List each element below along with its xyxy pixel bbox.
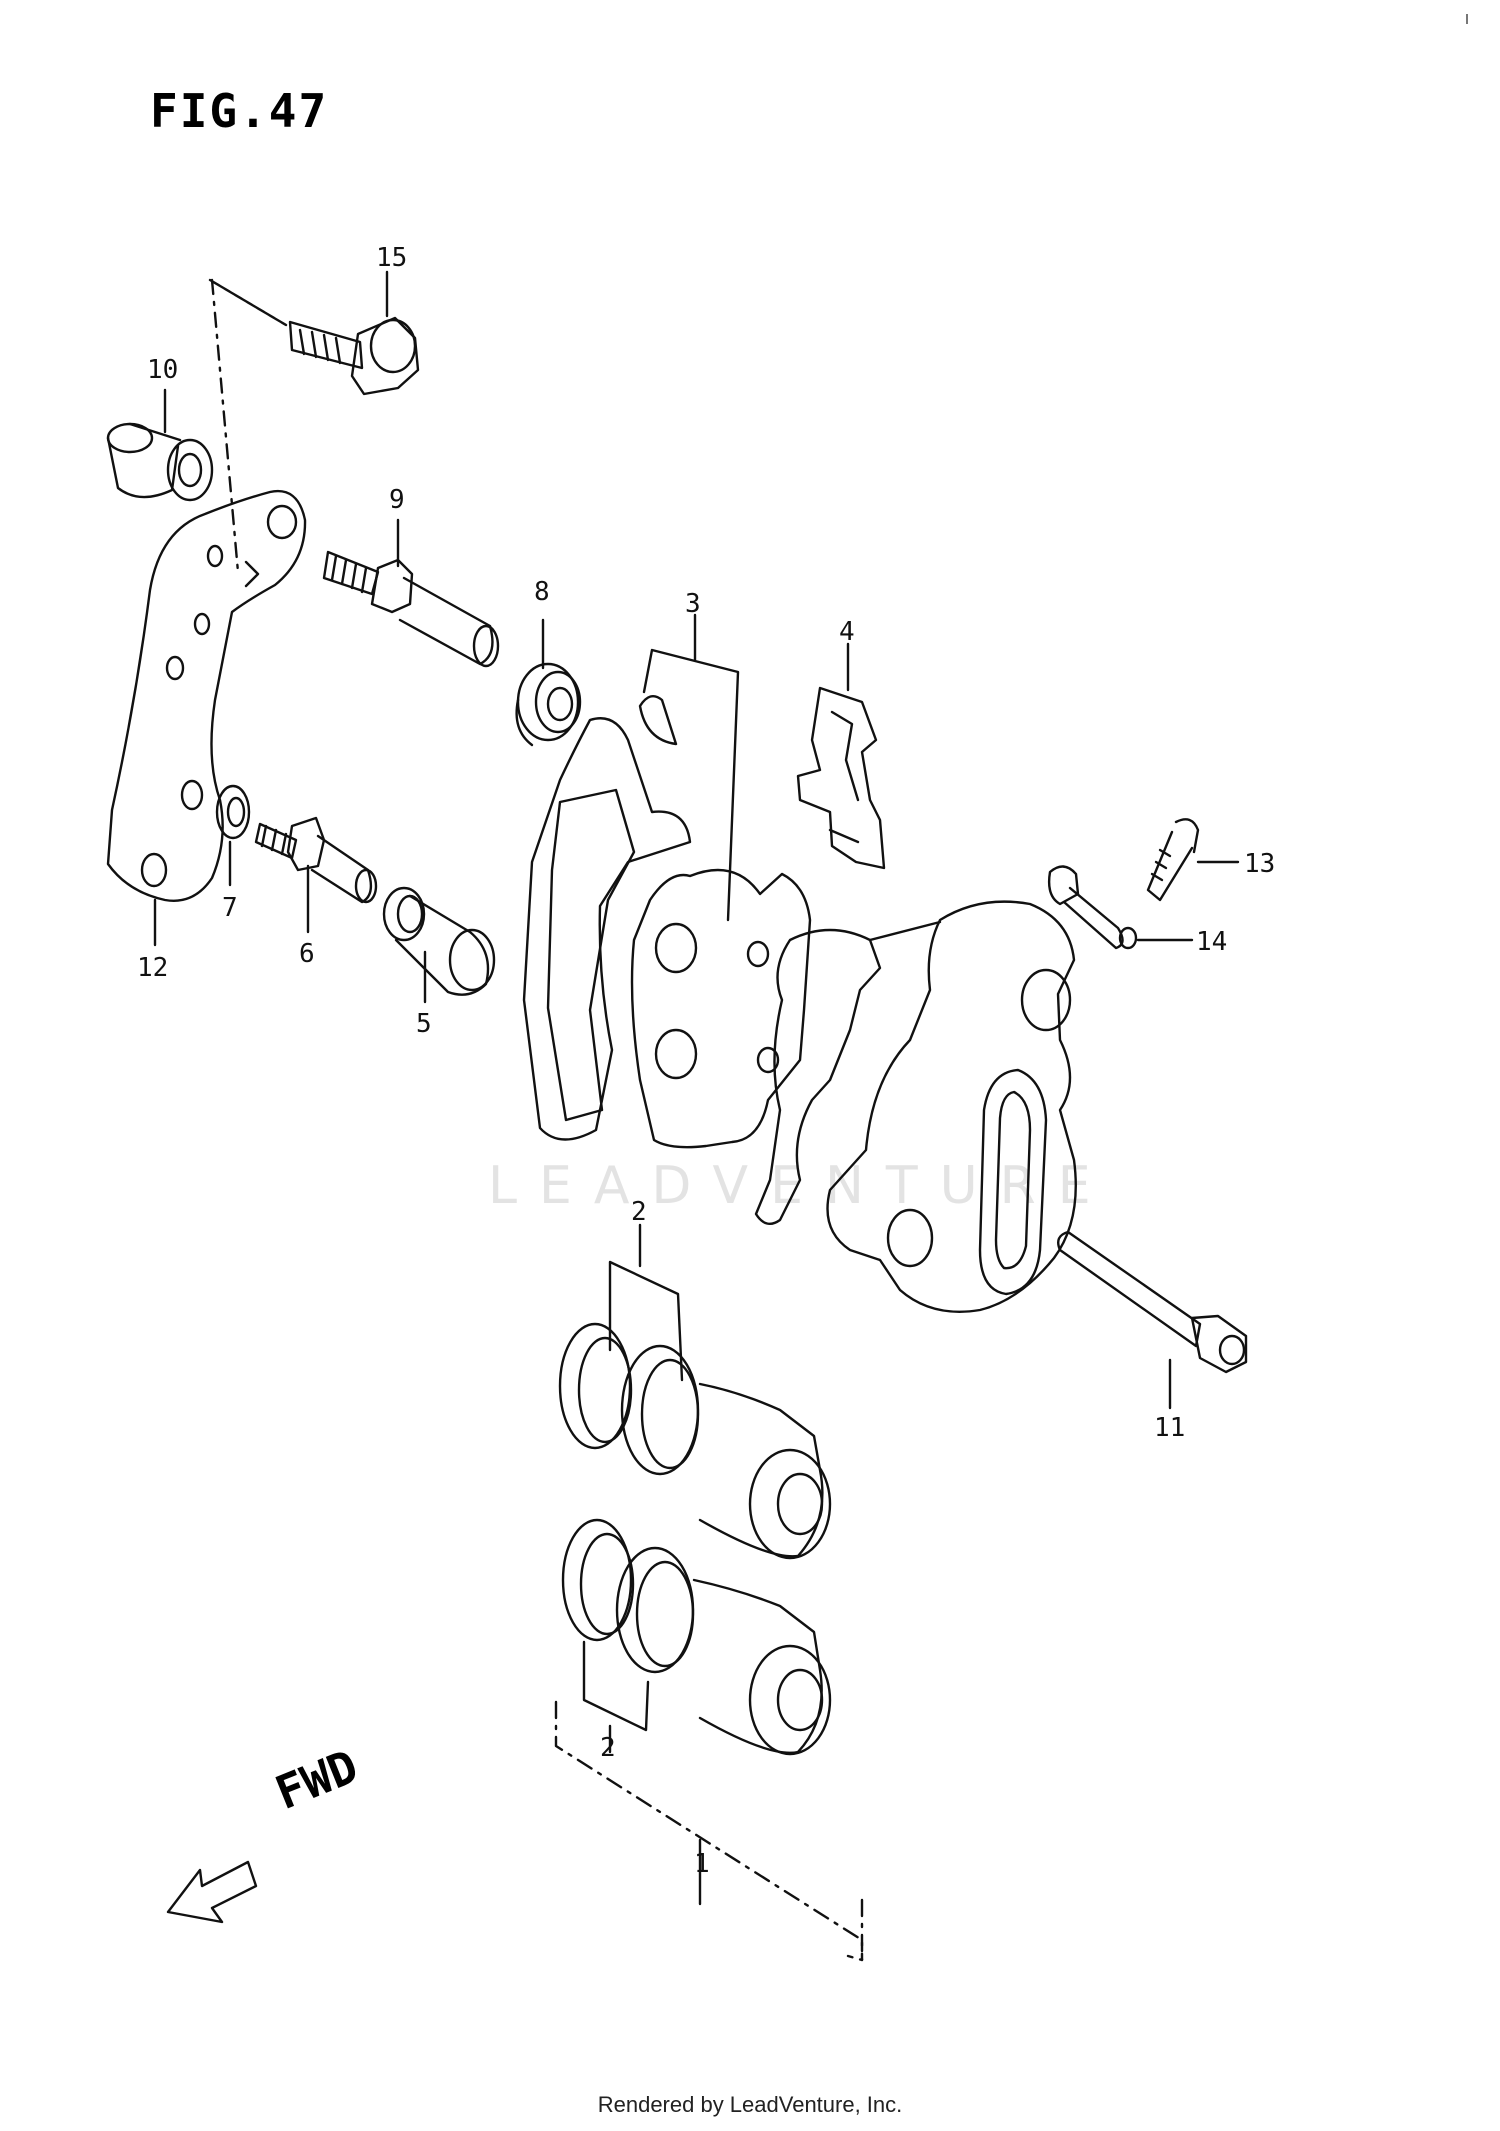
callout-6: 6 (299, 939, 315, 969)
part-14-bleeder-cap[interactable] (1047, 865, 1138, 950)
part-2-piston-upper[interactable] (558, 1322, 832, 1560)
arrow-left-down-icon (166, 1860, 258, 1924)
callout-14: 14 (1196, 927, 1227, 957)
part-10-collar[interactable] (106, 422, 214, 502)
callout-2-lower: 2 (600, 1733, 616, 1763)
callout-8: 8 (534, 577, 550, 607)
callout-1: 1 (694, 1849, 710, 1879)
part-15-flange-bolt[interactable] (288, 316, 420, 396)
part-8-boot[interactable] (515, 662, 582, 747)
part-7-washer[interactable] (215, 784, 251, 840)
leader-2-lower (582, 1640, 650, 1754)
leader-3 (642, 613, 740, 922)
part-2-piston-lower[interactable] (561, 1518, 832, 1756)
callout-4: 4 (839, 617, 855, 647)
callout-15: 15 (376, 243, 407, 273)
footer-credit: Rendered by LeadVenture, Inc. (597, 2092, 903, 2117)
part-9-slide-pin[interactable] (322, 550, 500, 668)
callout-3: 3 (685, 589, 701, 619)
part-12-caliper-bracket[interactable] (106, 489, 307, 902)
part-6-pin-bolt[interactable] (254, 816, 378, 904)
part-5-slide-pin[interactable] (382, 886, 496, 996)
leader-2-upper (608, 1223, 684, 1382)
callout-10: 10 (147, 355, 178, 385)
callout-9: 9 (389, 485, 405, 515)
callout-13: 13 (1244, 849, 1275, 879)
callout-12: 12 (137, 953, 168, 983)
part-11-slide-bolt[interactable] (1057, 1230, 1248, 1374)
callout-11: 11 (1154, 1413, 1185, 1443)
callout-2-upper: 2 (631, 1197, 647, 1227)
watermark-text: LEADVENTURE (488, 1156, 1113, 1216)
callout-5: 5 (416, 1009, 432, 1039)
callout-7: 7 (222, 893, 238, 923)
figure-title: FIG.47 (150, 84, 329, 138)
part-13-bleeder-screw[interactable] (1146, 818, 1200, 902)
leader-12-dash (210, 278, 240, 574)
part-3-brake-pads[interactable] (522, 694, 812, 1149)
stray-mark (1466, 14, 1468, 24)
leader-1-assembly-bracket (554, 1700, 864, 1962)
part-4-pad-spring[interactable] (796, 686, 886, 870)
caliper-body[interactable] (754, 900, 1077, 1313)
leader-15 (208, 270, 389, 327)
